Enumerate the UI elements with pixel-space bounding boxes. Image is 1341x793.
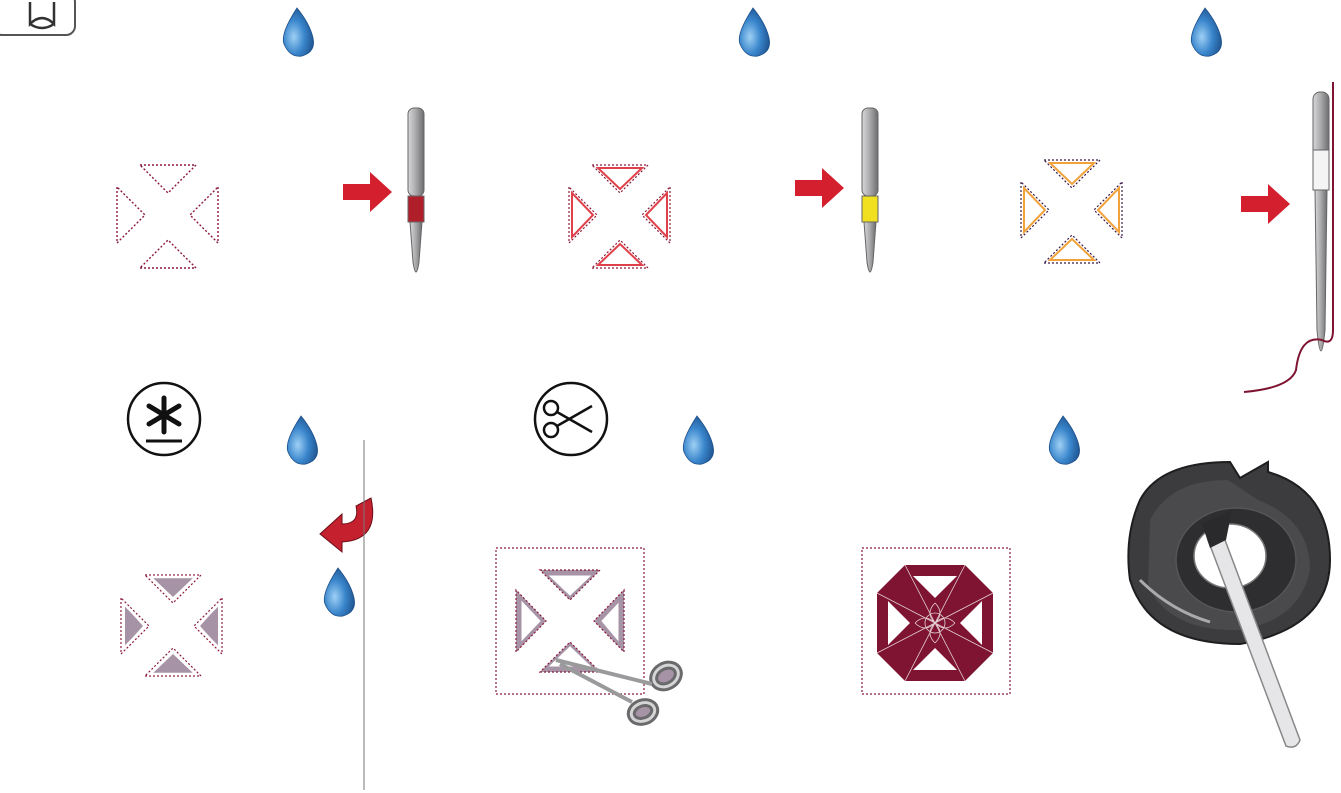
bobbin-case: [1127, 460, 1332, 748]
needle-threaded: [1243, 82, 1334, 393]
placement-stitches: [116, 164, 219, 269]
scissors-icon: [533, 381, 609, 457]
asterisk-underline-icon: [126, 381, 202, 457]
trim-pattern: [495, 547, 645, 695]
needle-yellow-band: [861, 107, 879, 273]
arrow-2: [795, 168, 844, 208]
scissors-tool: [555, 658, 683, 726]
arrow-1: [343, 172, 392, 212]
needle-red-band: [407, 107, 425, 273]
turn-arrow: [319, 497, 374, 554]
finished-embroidery: [861, 547, 1011, 695]
tackdown-stitches: [568, 164, 671, 269]
water-drops: [282, 7, 1222, 617]
hoop-icon: [0, 0, 76, 36]
cutout-triangles: [120, 574, 223, 677]
arrow-3: [1241, 184, 1290, 224]
outline-stitches: [1020, 159, 1123, 264]
